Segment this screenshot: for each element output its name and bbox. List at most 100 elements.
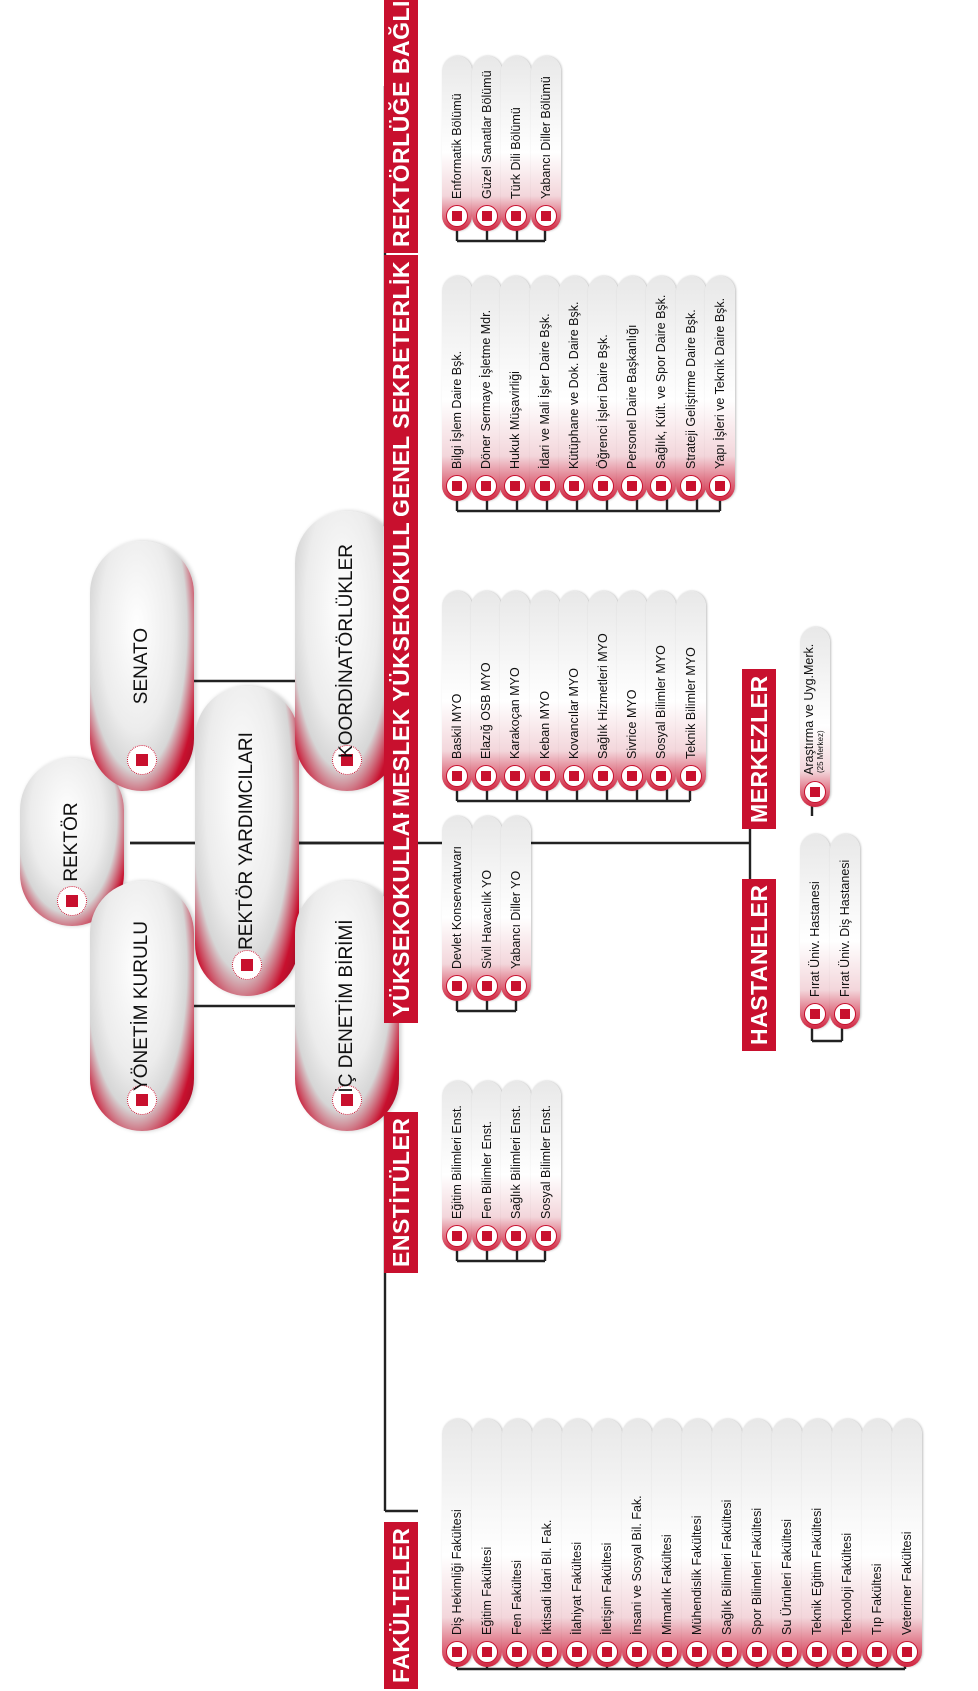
unit-label: Sağlık Hizmetleri MYO (596, 633, 610, 759)
university-seal-icon (686, 1641, 708, 1663)
unit-pill[interactable]: Döner Sermaye İşletme Mdr. (471, 276, 502, 501)
unit-label: Yabancı Diller YO (509, 870, 523, 969)
group-1-title[interactable]: ENSTİTÜLER (384, 1111, 418, 1273)
unit-label: Su Ürünleri Fakültesi (780, 1518, 794, 1635)
university-seal-icon (804, 1003, 826, 1025)
unit-pill[interactable]: Mimarlık Fakültesi (652, 1419, 682, 1667)
university-seal-icon (562, 475, 585, 497)
unit-note: (25 Merkez) (816, 730, 825, 773)
unit-label: Enformatik Bölümü (450, 93, 464, 199)
group-6-title[interactable]: HASTANELER (742, 878, 776, 1051)
unit-pill[interactable]: Personel Daire Başkanlığı (617, 276, 648, 501)
unit-pill[interactable]: Türk Dili Bölümü (501, 56, 531, 231)
unit-pill[interactable]: Sivrice MYO (617, 591, 648, 791)
unit-label: İdari ve Mali İşler Daire Bşk. (537, 313, 552, 469)
unit-pill[interactable]: Sağlık Bilimleri Fakültesi (712, 1419, 742, 1667)
unit-label: İktisadi İdari Bil. Fak. (540, 1519, 554, 1635)
university-seal-icon (566, 1641, 588, 1663)
unit-label: Sivil Havacılık YO (479, 869, 494, 969)
university-seal-icon (592, 475, 614, 497)
unit-pill[interactable]: Eğitim Bilimleri Enst. (442, 1081, 472, 1251)
unit-label: Mimarlık Fakültesi (660, 1534, 674, 1635)
unit-pill[interactable]: Fen Bilimler Enst. (471, 1081, 502, 1251)
group-7-title[interactable]: MERKEZLER (742, 669, 776, 829)
university-seal-icon (896, 1641, 918, 1663)
unit-pill[interactable]: Yabancı Diller YO (501, 816, 531, 1001)
unit-pill[interactable]: İlahiyat Fakültesi (562, 1419, 592, 1667)
university-seal-icon (504, 765, 527, 787)
unit-pill[interactable]: Hukuk Müşavirliği (500, 276, 531, 501)
unit-pill[interactable]: Keban MYO (529, 591, 560, 791)
unit-pill[interactable]: Fırat Üniv. Hastanesi (800, 834, 830, 1029)
unit-pill[interactable]: Sosyal Bilimler Enst. (530, 1081, 561, 1251)
unit-label: Eğitim Bilimleri Enst. (450, 1105, 464, 1219)
unit-pill[interactable]: Teknik Eğitim Fakültesi (802, 1419, 832, 1667)
senato-node[interactable]: SENATO (90, 541, 194, 791)
unit-pill[interactable]: Fırat Üniv. Diş Hastanesi (830, 834, 860, 1029)
university-seal-icon (776, 1641, 798, 1663)
unit-pill[interactable]: Sosyal Bilimler MYO (646, 591, 677, 791)
group-3-title[interactable]: MESLEK YÜKSEKOKULLAR (384, 480, 418, 813)
unit-label: Sağlık Bilimleri Fakültesi (720, 1499, 734, 1635)
unit-pill[interactable]: Teknoloji Fakültesi (832, 1419, 862, 1667)
university-seal-icon (626, 1641, 648, 1663)
unit-pill[interactable]: Teknik Bilimler MYO (675, 591, 706, 791)
unit-pill[interactable]: Mühendislik Fakültesi (682, 1419, 712, 1667)
unit-label: Kütüphane ve Dok. Daire Bşk. (566, 301, 581, 469)
university-seal-icon (806, 1641, 828, 1663)
senato-label: SENATO (131, 627, 152, 705)
unit-label: Personel Daire Başkanlığı (625, 324, 640, 469)
unit-pill[interactable]: Devlet Konservatuvarı (442, 816, 472, 1001)
unit-pill[interactable]: Veteriner Fakültesi (892, 1419, 922, 1667)
university-seal-icon (836, 1641, 858, 1663)
group-4-title[interactable]: GENEL SEKRETERLİK (384, 255, 418, 523)
unit-pill[interactable]: Öğrenci İşleri Daire Bşk. (588, 276, 618, 501)
university-seal-icon (804, 781, 826, 803)
unit-label: Devlet Konservatuvarı (450, 846, 464, 969)
unit-label: Baskil MYO (450, 693, 464, 759)
unit-label: Döner Sermaye İşletme Mdr. (479, 309, 494, 469)
unit-pill[interactable]: Eğitim Fakültesi (472, 1419, 502, 1667)
unit-label: Sağlık Bilimleri Enst. (509, 1105, 523, 1219)
unit-pill[interactable]: Su Ürünleri Fakültesi (772, 1419, 802, 1667)
unit-pill[interactable]: Spor Bilimleri Fakültesi (742, 1419, 772, 1667)
unit-pill[interactable]: İletişim Fakültesi (592, 1419, 622, 1667)
unit-label: Elazığ OSB MYO (479, 662, 494, 759)
unit-pill[interactable]: Yabancı Diller Bölümü (530, 56, 561, 231)
unit-pill[interactable]: İktisadi İdari Bil. Fak. (532, 1419, 562, 1667)
unit-pill[interactable]: Strateji Geliştirme Daire Bşk. (675, 276, 706, 501)
unit-pill[interactable]: Karakoçan MYO (500, 591, 531, 791)
unit-pill[interactable]: Bilgi İşlem Daire Bşk. (442, 276, 472, 501)
unit-pill[interactable]: Yapı İşleri ve Teknik Daire Bşk. (704, 276, 735, 501)
rektor-yardimcilari-label: REKTÖR YARDIMCILARI (236, 732, 257, 950)
unit-pill[interactable]: Araştırma ve Uyg.Merk.(25 Merkez) (800, 627, 830, 807)
group-0-title[interactable]: FAKÜLTELER (384, 1521, 418, 1689)
unit-pill[interactable]: Diş Hekimliği Fakültesi (442, 1419, 472, 1667)
unit-pill[interactable]: Baskil MYO (442, 591, 472, 791)
unit-pill[interactable]: Enformatik Bölümü (442, 56, 472, 231)
group-5-title[interactable]: REKTÖRLÜĞE BAĞLI BÖL. (384, 0, 418, 253)
unit-pill[interactable]: Kütüphane ve Dok. Daire Bşk. (558, 276, 589, 501)
unit-label: Yabancı Diller Bölümü (538, 76, 553, 199)
unit-pill[interactable]: Güzel Sanatlar Bölümü (471, 56, 502, 231)
unit-pill[interactable]: Kovancılar MYO (558, 591, 589, 791)
rektor-yardimcilari-node[interactable]: REKTÖR YARDIMCILARI (195, 686, 299, 996)
unit-pill[interactable]: Sivil Havacılık YO (471, 816, 502, 1001)
unit-label: İlahiyat Fakültesi (570, 1541, 584, 1635)
unit-pill[interactable]: İnsani ve Sosyal Bil. Fak. (622, 1419, 652, 1667)
unit-pill[interactable]: İdari ve Mali İşler Daire Bşk. (529, 276, 560, 501)
unit-pill[interactable]: Sağlık Bilimleri Enst. (501, 1081, 531, 1251)
unit-pill[interactable]: Sağlık, Kült. ve Spor Daire Bşk. (646, 276, 677, 501)
unit-pill[interactable]: Elazığ OSB MYO (471, 591, 502, 791)
group-2-title[interactable]: YÜKSEKOKULLAR (384, 796, 418, 1023)
unit-pill[interactable]: Sağlık Hizmetleri MYO (588, 591, 618, 791)
unit-label: Fen Fakültesi (510, 1559, 524, 1635)
yonetim-kurulu-node[interactable]: YÖNETİM KURULU (90, 881, 194, 1131)
unit-label: Keban MYO (537, 690, 552, 759)
unit-pill[interactable]: Tıp Fakültesi (862, 1419, 892, 1667)
university-seal-icon (505, 975, 527, 997)
unit-label: Fırat Üniv. Hastanesi (808, 881, 822, 997)
university-seal-icon (679, 765, 702, 787)
unit-pill[interactable]: Fen Fakültesi (502, 1419, 532, 1667)
